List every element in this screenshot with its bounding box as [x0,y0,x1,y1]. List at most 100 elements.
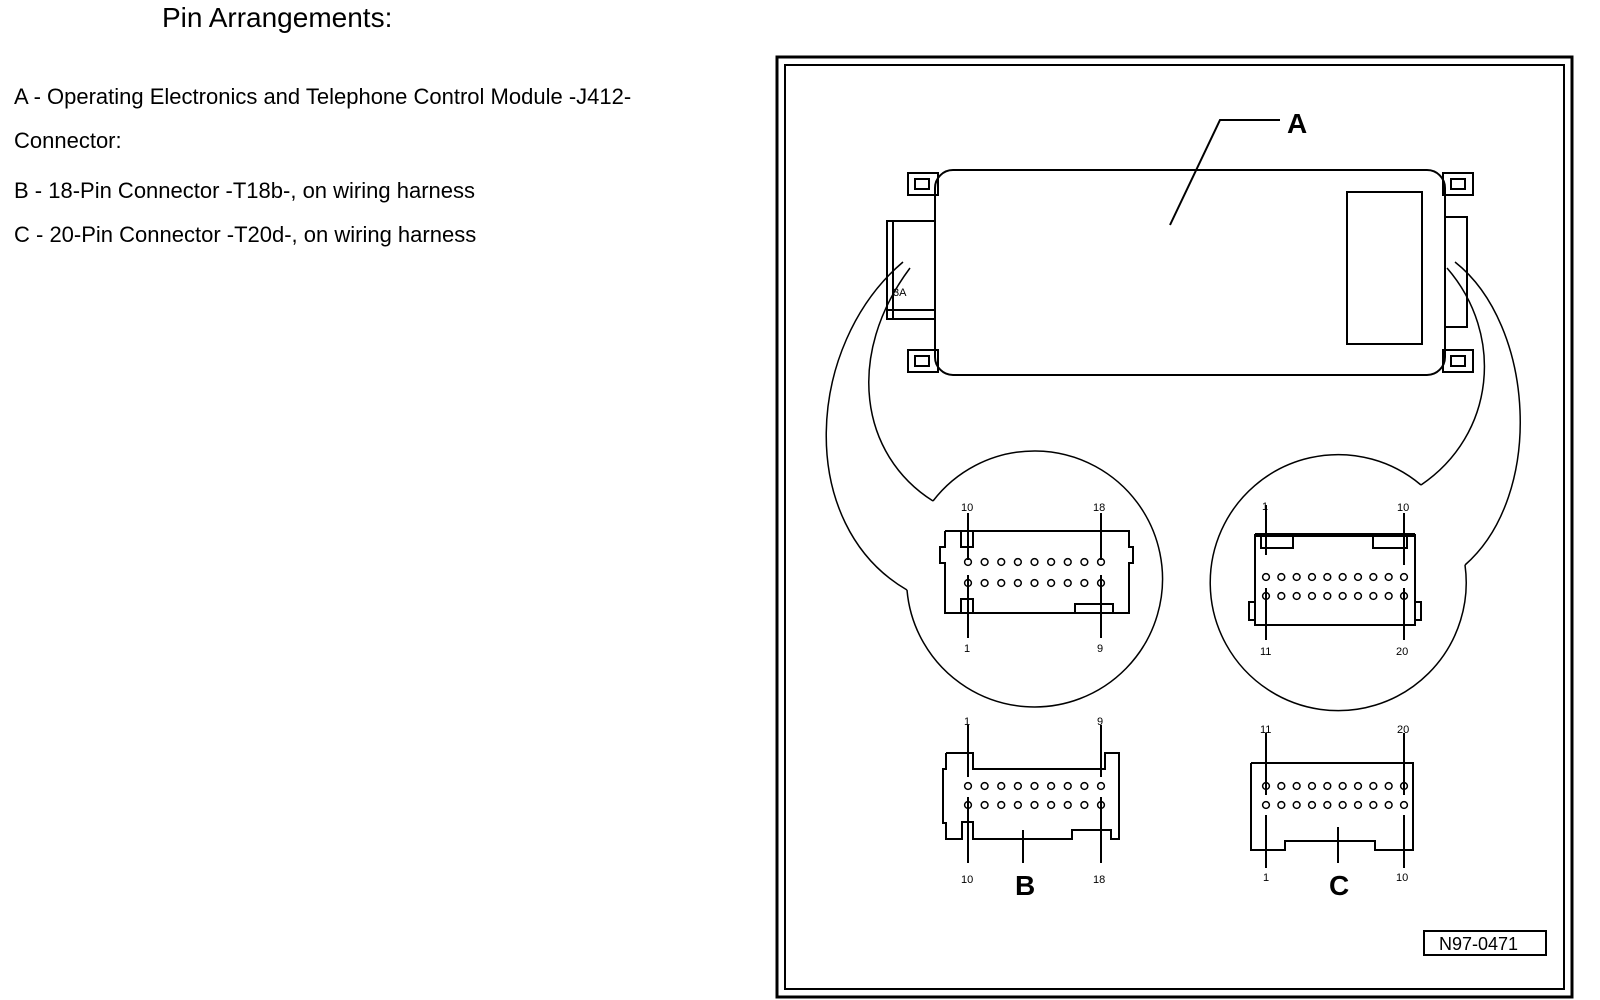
page-title: Pin Arrangements: [162,2,393,33]
legend-item-c: C - 20-Pin Connector -T20d-, on wiring h… [14,222,477,247]
pin-hole [1369,591,1378,601]
pin-hole [1013,781,1023,791]
pin-hole [1277,781,1286,791]
pin-hole [1399,800,1409,810]
label-b: B [1015,870,1035,901]
figure-drawing: A 3A 10 18 1 9 [775,55,1574,999]
pin-hole [1323,572,1332,582]
pin-hole [1030,800,1039,810]
pin-hole [1030,557,1039,567]
pin-hole [1292,591,1301,601]
pin-label: 10 [1397,502,1409,514]
pin-hole [1046,800,1056,810]
pin-hole [1277,800,1286,810]
pin-label: 1 [1262,501,1268,513]
pin-label: 20 [1396,646,1408,658]
pin-label: 18 [1093,874,1105,886]
pin-hole [997,557,1006,567]
pin-label: 1 [964,643,970,655]
pin-hole [1292,781,1301,791]
pin-hole [997,800,1006,810]
pin-label: 20 [1397,724,1409,736]
pin-hole [1261,800,1271,810]
pin-hole [1307,572,1317,582]
pin-label: 1 [964,716,970,728]
pin-label: 11 [1260,724,1271,736]
connector-c [1250,733,1414,868]
pin-hole [980,781,989,791]
control-module-a [886,119,1474,376]
pin-hole [1063,781,1072,791]
pin-hole [1063,800,1072,810]
pin-hole [1353,781,1363,791]
pin-hole [1013,557,1023,567]
pin-hole [1292,800,1301,810]
pin-hole [1353,800,1363,810]
pin-hole [1096,578,1106,588]
pin-label: 10 [961,502,973,514]
pin-hole [1013,578,1023,588]
pin-hole [1307,781,1317,791]
pin-hole [1384,572,1393,582]
pin-hole [1096,557,1106,567]
module-tag: 3A [893,287,907,299]
pin-label: 11 [1260,646,1271,658]
pin-hole [1323,781,1332,791]
pin-label: 18 [1093,502,1105,514]
pin-hole [1369,781,1378,791]
legend-item-a: A - Operating Electronics and Telephone … [14,84,632,109]
pin-hole [980,557,989,567]
pin-hole [1399,781,1409,791]
pin-arrangement-figure: A 3A 10 18 1 9 [775,55,1595,1000]
pin-hole [1046,578,1056,588]
pin-label: 10 [961,874,973,886]
pin-hole [963,800,973,810]
legend-item-b: B - 18-Pin Connector -T18b-, on wiring h… [14,178,475,203]
pin-hole [1277,572,1286,582]
pin-hole [1080,781,1089,791]
pin-hole [1307,800,1317,810]
zoom-callout-right [1209,261,1521,712]
pin-hole [1277,591,1286,601]
pin-hole [1063,578,1072,588]
pin-hole [1046,557,1056,567]
pin-hole [1080,557,1089,567]
pin-hole [963,557,973,567]
pin-hole [1338,572,1347,582]
zoom-callout-left [825,261,1164,708]
pin-label: 10 [1396,872,1408,884]
pin-hole [1096,800,1106,810]
connector-c-zoom [1248,505,1422,640]
pin-hole [1323,591,1332,601]
pin-label: 9 [1097,643,1103,655]
pin-hole [1030,578,1039,588]
pin-hole [963,781,973,791]
pin-hole [1338,781,1347,791]
pin-label: 1 [1263,872,1269,884]
pin-hole [1307,591,1317,601]
pin-hole [1013,800,1023,810]
pin-hole [1030,781,1039,791]
pin-hole [1399,572,1409,582]
label-a: A [1287,108,1307,139]
pin-hole [1046,781,1056,791]
label-c: C [1329,870,1349,901]
pin-hole [1353,591,1363,601]
pin-hole [1323,800,1332,810]
pin-hole [1399,591,1409,601]
pin-hole [997,781,1006,791]
pin-hole [963,578,973,588]
pin-hole [980,800,989,810]
pin-hole [1384,800,1393,810]
pin-hole [997,578,1006,588]
pin-hole [1338,591,1347,601]
pin-hole [1369,572,1378,582]
pin-hole [1384,591,1393,601]
connector-b [942,725,1120,863]
pin-hole [1261,591,1271,601]
pin-hole [1261,781,1271,791]
pin-hole [1063,557,1072,567]
pin-hole [980,578,989,588]
pin-hole [1080,800,1089,810]
pin-hole [1261,572,1271,582]
